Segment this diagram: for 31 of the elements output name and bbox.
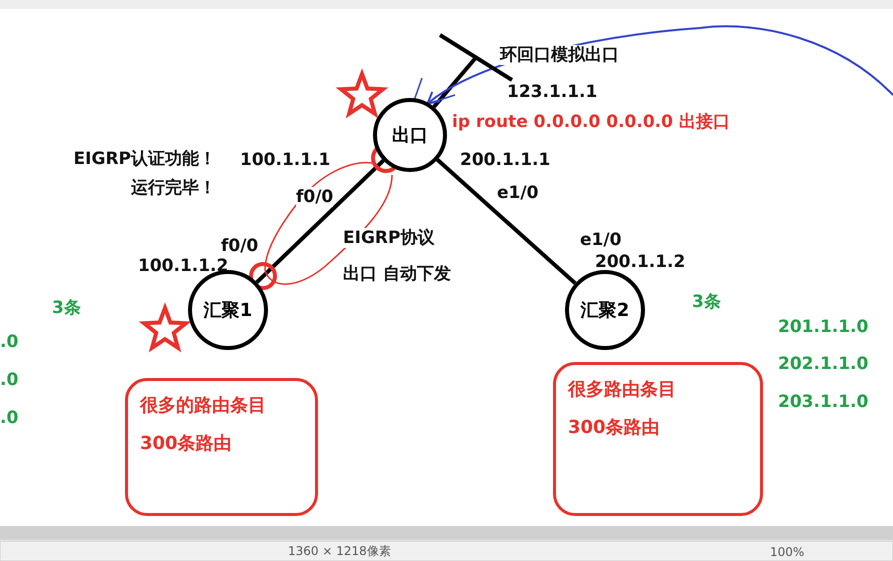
status-text: 1360 × 1218像素 bbox=[288, 544, 391, 558]
status-text: 100% bbox=[770, 545, 804, 560]
count-label: 3条 bbox=[52, 298, 81, 318]
count-label: 3条 bbox=[692, 292, 721, 312]
route-text: 202.1.1.0 bbox=[778, 354, 868, 374]
route-text: .0 bbox=[0, 332, 18, 352]
loopback-bar bbox=[437, 32, 515, 83]
route-text: .0 bbox=[0, 370, 18, 390]
route-text: 201.1.1.0 bbox=[778, 317, 868, 338]
ip-address: 100.1.1.1 bbox=[240, 150, 330, 170]
label-text: 环回口模拟出口 bbox=[500, 45, 619, 66]
note-text: EIGRP认证功能！运行完毕！ bbox=[72, 148, 216, 200]
note-text: EIGRP协议 bbox=[343, 228, 434, 248]
note-box: 很多的路由条目 300条路由 bbox=[125, 378, 318, 516]
ip-address: 200.1.1.1 bbox=[460, 150, 550, 170]
ip-address: 200.1.1.2 bbox=[595, 252, 686, 272]
interface-label: e1/0 bbox=[497, 183, 538, 204]
link-line bbox=[436, 158, 577, 285]
router-circle: 出口 bbox=[373, 98, 447, 172]
note-box: 很多路由条目 300条路由 bbox=[553, 362, 763, 516]
interface-label: f0/0 bbox=[296, 187, 334, 208]
interface-label: f0/0 bbox=[221, 236, 258, 256]
router-circle: 汇聚1 bbox=[188, 270, 268, 350]
note-text: 出口 自动下发 bbox=[343, 264, 451, 284]
ip-address: 123.1.1.1 bbox=[507, 82, 598, 102]
route-text: 203.1.1.0 bbox=[778, 392, 868, 412]
router-circle: 汇聚2 bbox=[565, 270, 645, 350]
command-text: ip route 0.0.0.0 0.0.0.0 出接口 bbox=[452, 112, 730, 132]
route-text: .0 bbox=[0, 408, 18, 428]
interface-label: e1/0 bbox=[580, 230, 622, 250]
link-line bbox=[432, 56, 478, 108]
